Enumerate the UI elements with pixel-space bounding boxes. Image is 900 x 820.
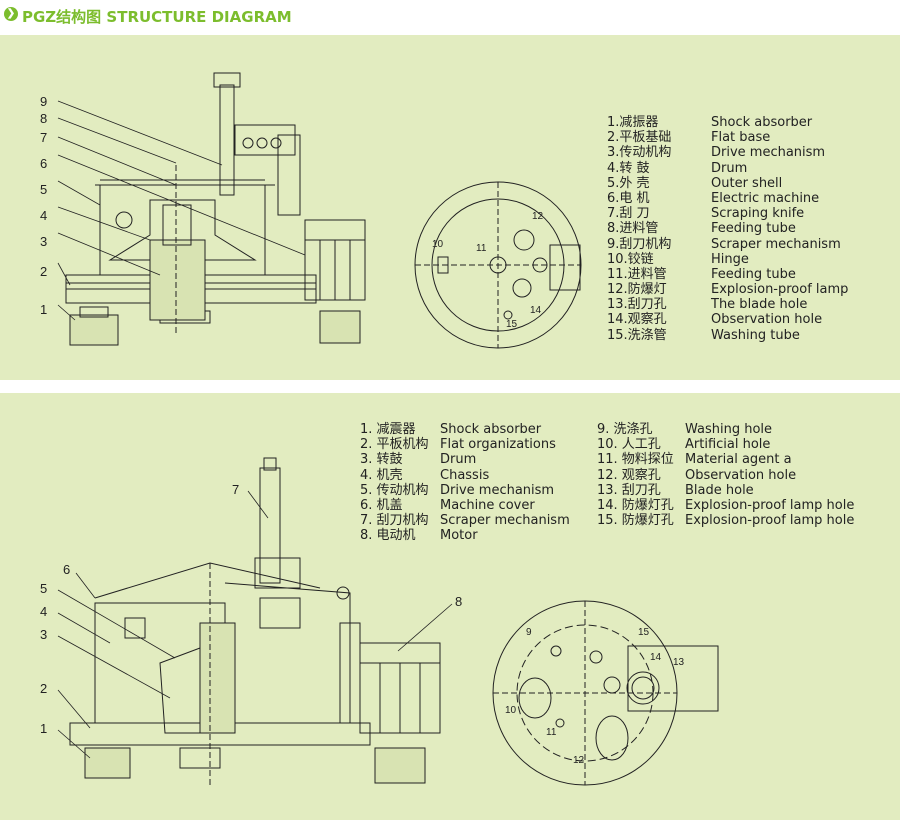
label-1: 1 <box>40 302 47 317</box>
label-15: 15 <box>638 627 650 638</box>
diagram-panel-1: 9 8 7 6 5 4 3 2 1 10 11 12 14 15 1.减 <box>0 35 900 380</box>
label-14: 14 <box>530 305 542 316</box>
label-4: 4 <box>40 208 47 223</box>
label-8: 8 <box>455 594 462 609</box>
centrifuge-drawing-1: 9 8 7 6 5 4 3 2 1 10 11 12 14 15 <box>40 72 582 349</box>
page-header: ❯ PGZ结构图 STRUCTURE DIAGRAM <box>0 0 900 32</box>
side-labels-1: 9 8 7 6 5 4 3 2 1 <box>40 94 47 317</box>
label-3: 3 <box>40 627 47 642</box>
label-4: 4 <box>40 604 47 619</box>
diagram-panel-2: 7 6 5 4 3 2 1 8 9 15 14 13 10 11 12 <box>0 393 900 820</box>
label-11: 11 <box>546 727 557 738</box>
top-labels-1: 10 11 12 14 15 <box>432 211 544 330</box>
label-9: 9 <box>526 627 532 638</box>
label-8: 8 <box>40 111 47 126</box>
centrifuge-drawing-2: 7 6 5 4 3 2 1 8 9 15 14 13 10 11 12 <box>40 457 719 788</box>
side-labels-2: 7 6 5 4 3 2 1 8 <box>40 482 462 736</box>
label-14: 14 <box>650 652 662 663</box>
label-9: 9 <box>40 94 47 109</box>
label-10: 10 <box>505 705 517 716</box>
label-6: 6 <box>40 156 47 171</box>
label-6: 6 <box>63 562 70 577</box>
label-2: 2 <box>40 681 47 696</box>
label-15: 15 <box>506 319 518 330</box>
label-3: 3 <box>40 234 47 249</box>
page-title: PGZ结构图 STRUCTURE DIAGRAM <box>22 8 292 26</box>
label-12: 12 <box>532 211 544 222</box>
label-1: 1 <box>40 721 47 736</box>
label-7: 7 <box>232 482 239 497</box>
label-13: 13 <box>673 657 685 668</box>
label-5: 5 <box>40 581 47 596</box>
label-2: 2 <box>40 264 47 279</box>
label-11: 11 <box>476 243 487 254</box>
label-10: 10 <box>432 239 444 250</box>
top-labels-2: 9 15 14 13 10 11 12 <box>505 627 685 766</box>
label-12: 12 <box>573 755 585 766</box>
label-5: 5 <box>40 182 47 197</box>
label-7: 7 <box>40 130 47 145</box>
chevron-right-icon: ❯ <box>4 7 18 21</box>
